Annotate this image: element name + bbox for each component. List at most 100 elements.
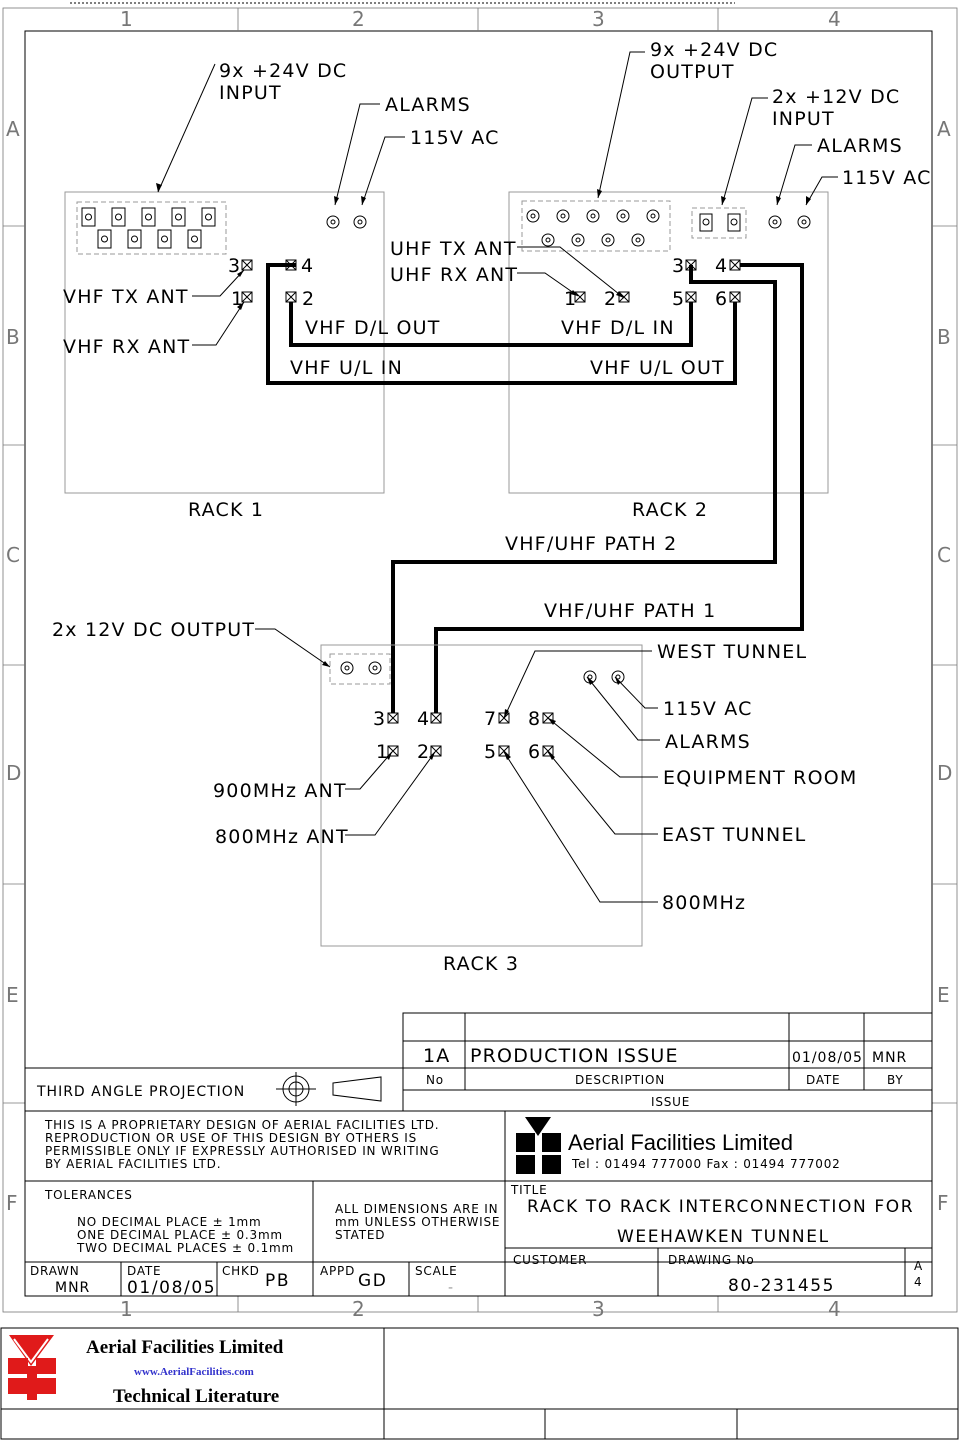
- cable-path-2: [391, 265, 777, 716]
- cable-vhf-dl: [289, 302, 693, 347]
- rev-by: MNR: [872, 1050, 907, 1066]
- rack-2-alarms-label: ALARMS: [817, 135, 903, 157]
- rack-2-dc-input-label-2: INPUT: [772, 108, 835, 130]
- dims-line-2: mm UNLESS OTHERWISE: [335, 1215, 500, 1229]
- tolerance-line-3: TWO DECIMAL PLACES ± 0.1mm: [76, 1241, 294, 1255]
- rack-3-port-3: 3: [373, 708, 386, 730]
- page-footer: Aerial Facilities Limited www.AerialFaci…: [0, 1327, 959, 1440]
- rack-1-vhf-ul-in: VHF U/L IN: [290, 357, 403, 379]
- company-logo-icon: [516, 1117, 561, 1174]
- path-1-label: VHF/UHF PATH 1: [544, 600, 716, 622]
- zone-row-a-left: A: [6, 117, 20, 141]
- zone-col-1-bottom: 1: [120, 1297, 133, 1321]
- zone-row-b-right: B: [937, 325, 951, 349]
- proprietary-line-4: BY AERIAL FACILITIES LTD.: [45, 1157, 221, 1171]
- scale-header: SCALE: [415, 1264, 457, 1278]
- rack-1: 3 4 1 2 RACK 1 9x +24V DC INPUT ALARMS 1…: [63, 60, 500, 521]
- drawing-no-header: DRAWING No: [668, 1253, 754, 1267]
- zone-row-f-right: F: [937, 1191, 949, 1215]
- title-header: TITLE: [510, 1183, 547, 1197]
- zone-row-f-left: F: [6, 1191, 18, 1215]
- zone-row-e-left: E: [6, 983, 19, 1007]
- rack-3-port-4: 4: [417, 708, 430, 730]
- rack-2-outline: [508, 191, 829, 494]
- appd-header: APPD: [320, 1264, 355, 1278]
- rack-2-dc-output-group: [521, 200, 671, 252]
- rack-3-900mhz-ant: 900MHz ANT: [213, 780, 347, 802]
- rack-2-dc-output-label-1: 9x +24V DC: [650, 39, 778, 61]
- projection-label: THIRD ANGLE PROJECTION: [36, 1084, 245, 1100]
- rack-2-port-2: 2: [604, 288, 617, 310]
- rack-1-vhf-tx-ant: VHF TX ANT: [63, 286, 189, 308]
- tolerance-line-2: ONE DECIMAL PLACE ± 0.3mm: [77, 1228, 283, 1242]
- rack-2-dc-input-label-1: 2x +12V DC: [772, 86, 900, 108]
- rack-1-outline: [64, 191, 385, 494]
- sheet-size-number: 4: [914, 1275, 922, 1289]
- rack-3-port-2: 2: [417, 741, 430, 763]
- rack-2-ac-label: 115V AC: [842, 167, 932, 189]
- rack-3-dc-output-group: [329, 653, 391, 685]
- rack-1-vhf-rx-ant: VHF RX ANT: [63, 336, 190, 358]
- rack-3-port-5: 5: [484, 741, 497, 763]
- rack-2-dc-output-connectors: [526, 209, 660, 247]
- rack-1-dc-connectors: [81, 207, 216, 249]
- rack-3-port-8: 8: [528, 708, 541, 730]
- chkd-header: CHKD: [222, 1264, 260, 1278]
- rack-2-port-6: 6: [715, 288, 728, 310]
- rack-1-dc-input-group: [76, 201, 227, 255]
- proprietary-line-1: THIS IS A PROPRIETARY DESIGN OF AERIAL F…: [44, 1118, 439, 1132]
- rack-2-uhf-tx-ant: UHF TX ANT: [390, 238, 517, 260]
- path-2-label: VHF/UHF PATH 2: [505, 533, 677, 555]
- rack-2-port-3: 3: [672, 255, 685, 277]
- footer-url: www.AerialFacilities.com: [134, 1366, 254, 1378]
- rack-1-dc-input-label-2: INPUT: [219, 82, 282, 104]
- date-header: DATE: [127, 1264, 161, 1278]
- zone-row-d-right: D: [937, 761, 952, 785]
- rev-header-by: BY: [887, 1073, 904, 1087]
- rack-1-alarms-label: ALARMS: [385, 94, 471, 116]
- rack-3-west-tunnel: WEST TUNNEL: [657, 641, 807, 663]
- rack-2-dc-input-group: [691, 207, 747, 239]
- proprietary-line-3: PERMISSIBLE ONLY IF EXPRESSLY AUTHORISED…: [45, 1144, 439, 1158]
- sheet-size: A: [914, 1259, 923, 1273]
- zone-dividers: [3, 8, 957, 1312]
- zone-row-d-left: D: [6, 761, 21, 785]
- rev-date: 01/08/05: [792, 1050, 863, 1066]
- rev-header-date: DATE: [806, 1073, 840, 1087]
- rack-1-ac-label: 115V AC: [410, 127, 500, 149]
- zone-row-b-left: B: [6, 325, 20, 349]
- cable-vhf-ul: [266, 263, 737, 385]
- tolerance-line-1: NO DECIMAL PLACE ± 1mm: [77, 1215, 262, 1229]
- footer-technical-literature: Technical Literature: [113, 1386, 279, 1407]
- appd-value: GD: [358, 1271, 387, 1291]
- rack-3-800mhz-ant: 800MHz ANT: [215, 826, 349, 848]
- rack-2-label: RACK 2: [632, 499, 708, 521]
- rack-3-port-1: 1: [376, 741, 389, 763]
- zone-row-c-left: C: [6, 543, 20, 567]
- footer-logo-icon: [8, 1335, 56, 1400]
- rack-1-vhf-dl-out: VHF D/L OUT: [305, 317, 441, 339]
- dims-line-1: ALL DIMENSIONS ARE IN: [335, 1202, 498, 1216]
- rack-3-label: RACK 3: [443, 953, 519, 975]
- tolerances-header: TOLERANCES: [44, 1188, 133, 1202]
- rack-3-equipment-room: EQUIPMENT ROOM: [663, 767, 858, 789]
- rack-1-port-1: 1: [231, 288, 244, 310]
- rev-number: 1A: [423, 1045, 451, 1067]
- scale-value: -: [448, 1280, 454, 1296]
- zone-row-c-right: C: [937, 543, 951, 567]
- date-value: 01/08/05: [127, 1278, 216, 1298]
- zone-col-2-top: 2: [352, 7, 365, 31]
- rack-3: 3 4 7 8 1 2 5 6 RACK 3 2x 12V DC OUTPUT …: [52, 619, 858, 975]
- drawing-no-value: 80-231455: [728, 1276, 835, 1296]
- cable-path-1: [434, 263, 804, 716]
- drawing-title-line-1: RACK TO RACK INTERCONNECTION FOR: [527, 1197, 914, 1217]
- footer-company: Aerial Facilities Limited: [86, 1337, 284, 1358]
- rack-3-east-tunnel: EAST TUNNEL: [662, 824, 806, 846]
- rack-1-port-3: 3: [228, 255, 241, 277]
- rack-2-vhf-dl-in: VHF D/L IN: [561, 317, 675, 339]
- rack-2-uhf-rx-ant: UHF RX ANT: [390, 264, 518, 286]
- rev-header-no: No: [426, 1073, 444, 1087]
- rack-2-port-4: 4: [715, 255, 728, 277]
- zone-col-3-bottom: 3: [592, 1297, 605, 1321]
